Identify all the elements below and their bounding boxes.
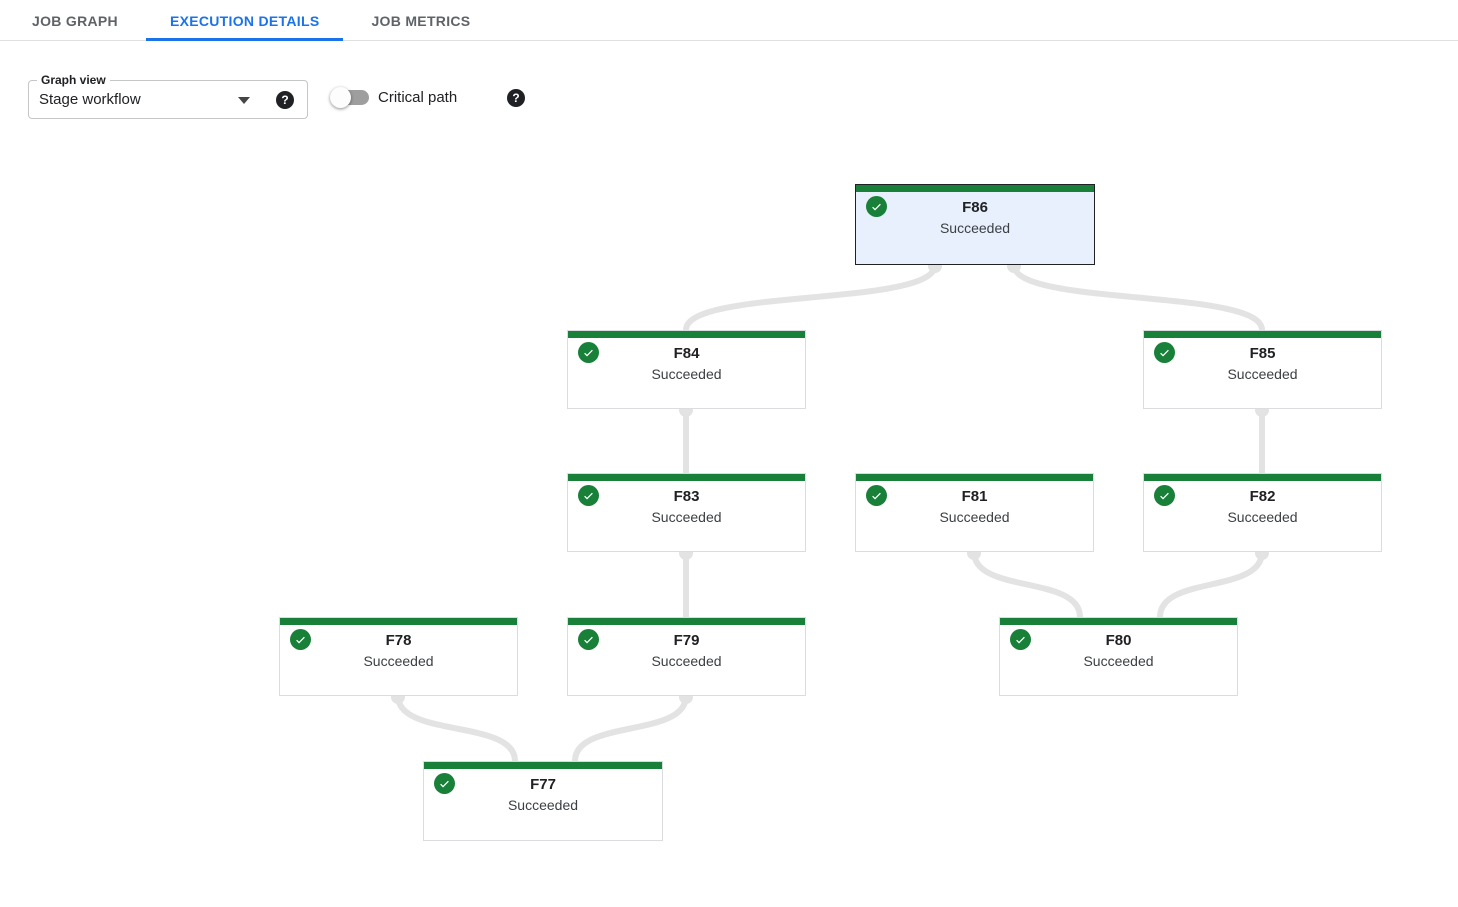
node-title: F77 [530,776,556,793]
node-title: F84 [673,345,700,362]
stage-node-f82[interactable]: F82 Succeeded [1143,473,1382,552]
graph-view-label: Graph view [37,72,110,88]
node-status-bar [280,618,517,625]
toggle-knob-icon [330,87,351,108]
node-title: F78 [385,632,412,649]
check-circle-icon [434,773,455,794]
check-circle-icon [1010,629,1031,650]
stage-node-f81[interactable]: F81 Succeeded [855,473,1094,552]
node-status: Succeeded [651,653,722,669]
node-status: Succeeded [363,653,434,669]
stage-node-f84[interactable]: F84 Succeeded [567,330,806,409]
tab-label: JOB GRAPH [32,12,118,29]
node-status-bar [568,618,805,625]
node-status: Succeeded [651,366,722,382]
node-title: F82 [1249,488,1276,505]
node-status-bar [568,474,805,481]
node-status: Succeeded [1083,653,1154,669]
tab-label: EXECUTION DETAILS [169,12,320,29]
node-title: F80 [1105,632,1132,649]
node-status: Succeeded [507,797,579,813]
critical-path-help-icon[interactable]: ? [507,89,525,107]
node-title: F85 [1249,345,1276,362]
node-title: F81 [961,488,988,505]
critical-path-toggle[interactable] [330,87,369,108]
graph-view-value: Stage workflow [39,91,141,108]
node-status: Succeeded [1227,509,1298,525]
check-circle-icon [578,485,599,506]
stage-node-f79[interactable]: F79 Succeeded [567,617,806,696]
node-status-bar [1144,474,1381,481]
check-circle-icon [866,485,887,506]
check-circle-icon [866,196,887,217]
graph-view-help-icon[interactable]: ? [276,91,294,109]
stage-node-f86[interactable]: F86 Succeeded [855,184,1095,265]
stage-node-f85[interactable]: F85 Succeeded [1143,330,1382,409]
stage-node-f77[interactable]: F77 Succeeded [423,761,663,841]
node-title: F79 [673,632,700,649]
node-status-bar [424,762,662,769]
stage-node-f83[interactable]: F83 Succeeded [567,473,806,552]
stage-node-f78[interactable]: F78 Succeeded [279,617,518,696]
tab-execution-details[interactable]: EXECUTION DETAILS [145,0,344,41]
tab-bar: JOB GRAPH EXECUTION DETAILS JOB METRICS [0,0,1458,41]
check-circle-icon [1154,485,1175,506]
node-status-bar [568,331,805,338]
node-status-bar [1000,618,1237,625]
graph-view-select[interactable]: Graph view Stage workflow ? [28,72,308,119]
critical-path-label: Critical path [378,89,458,106]
edge-f78-to-f77 [395,695,518,762]
edge-f81-to-f80 [971,551,1083,618]
node-status: Succeeded [939,509,1010,525]
node-title: F83 [673,488,700,505]
node-title: F86 [962,199,988,216]
caret-down-icon[interactable] [238,97,250,104]
edge-f86-to-f84 [683,264,938,331]
node-status-bar [856,185,1094,192]
check-circle-icon [578,629,599,650]
node-status: Succeeded [939,220,1011,236]
node-status-bar [856,474,1093,481]
check-circle-icon [578,342,599,363]
edge-f82-to-f80 [1157,551,1265,618]
node-status: Succeeded [651,509,722,525]
node-status: Succeeded [1227,366,1298,382]
tab-job-graph[interactable]: JOB GRAPH [8,0,142,41]
node-status-bar [1144,331,1381,338]
check-circle-icon [1154,342,1175,363]
tab-job-metrics[interactable]: JOB METRICS [347,0,494,41]
tab-label: JOB METRICS [371,12,471,29]
check-circle-icon [290,629,311,650]
stage-node-f80[interactable]: F80 Succeeded [999,617,1238,696]
edge-f86-to-f85 [1011,264,1265,331]
edge-f79-to-f77 [572,695,689,762]
